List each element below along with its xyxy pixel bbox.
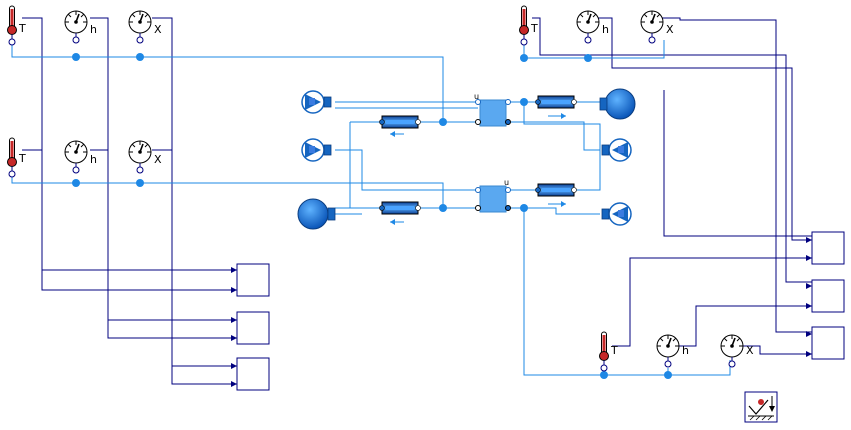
temperature-sensor-4[interactable]: T xyxy=(599,331,619,372)
temperature-label: T xyxy=(18,152,26,165)
temperature-sensor-3[interactable]: T xyxy=(519,5,539,46)
pipe-outlet-upper[interactable] xyxy=(535,95,577,109)
heat-exchanger-upper[interactable]: u xyxy=(474,92,511,127)
mass-fraction-sensor-4[interactable]: X xyxy=(720,334,754,368)
mass-fraction-label: X xyxy=(154,23,162,36)
output-block-right-2[interactable] xyxy=(811,279,845,313)
enthalpy-sensor-3[interactable]: h xyxy=(576,10,609,44)
enthalpy-sensor-4[interactable]: h xyxy=(656,334,689,368)
signal-wires xyxy=(22,17,812,385)
temperature-label: T xyxy=(18,22,26,35)
flow-arrow-heads xyxy=(390,113,566,225)
exchanger-port-label: u xyxy=(504,178,509,187)
enthalpy-sensor-2[interactable]: h xyxy=(64,140,97,174)
mass-fraction-label: X xyxy=(666,23,674,36)
temperature-label: T xyxy=(610,344,618,357)
output-block-left-1[interactable] xyxy=(236,263,270,297)
heat-exchanger-lower[interactable]: u xyxy=(475,178,511,213)
output-block-right-3[interactable] xyxy=(811,326,845,360)
output-block-right-1[interactable] xyxy=(811,231,845,265)
mass-fraction-sensor-1[interactable]: X xyxy=(128,10,162,44)
pipe-outlet-lower[interactable] xyxy=(535,183,577,197)
mass-fraction-sensor-2[interactable]: X xyxy=(128,140,162,174)
mass-fraction-sensor-3[interactable]: X xyxy=(640,10,674,44)
junction-dots xyxy=(72,53,672,379)
pipe-return-upper[interactable] xyxy=(379,115,421,129)
temperature-sensor-1[interactable]: T xyxy=(7,5,27,46)
enthalpy-label: h xyxy=(602,23,609,36)
temperature-sensor-2[interactable]: T xyxy=(7,137,27,178)
fluid-wires xyxy=(11,40,731,376)
temperature-label: T xyxy=(530,22,538,35)
output-block-left-3[interactable] xyxy=(236,357,270,391)
enthalpy-label: h xyxy=(682,344,689,357)
enthalpy-label: h xyxy=(90,153,97,166)
pipe-return-lower[interactable] xyxy=(379,201,421,215)
exchanger-port-label: u xyxy=(474,92,479,101)
mass-fraction-label: X xyxy=(154,153,162,166)
output-block-left-2[interactable] xyxy=(236,311,270,345)
mass-fraction-label: X xyxy=(746,344,754,357)
boundary-sphere-left[interactable] xyxy=(297,198,336,230)
mass-flow-source-2[interactable] xyxy=(301,138,332,162)
boundary-sphere-right[interactable] xyxy=(599,88,636,120)
system-gravity-block[interactable] xyxy=(744,391,778,423)
mass-flow-sink-1[interactable] xyxy=(601,138,632,162)
enthalpy-sensor-1[interactable]: h xyxy=(64,10,97,44)
mass-flow-sink-2[interactable] xyxy=(601,202,632,226)
mass-flow-source-1[interactable] xyxy=(301,90,332,114)
block-input-arrows xyxy=(231,237,812,387)
enthalpy-label: h xyxy=(90,23,97,36)
